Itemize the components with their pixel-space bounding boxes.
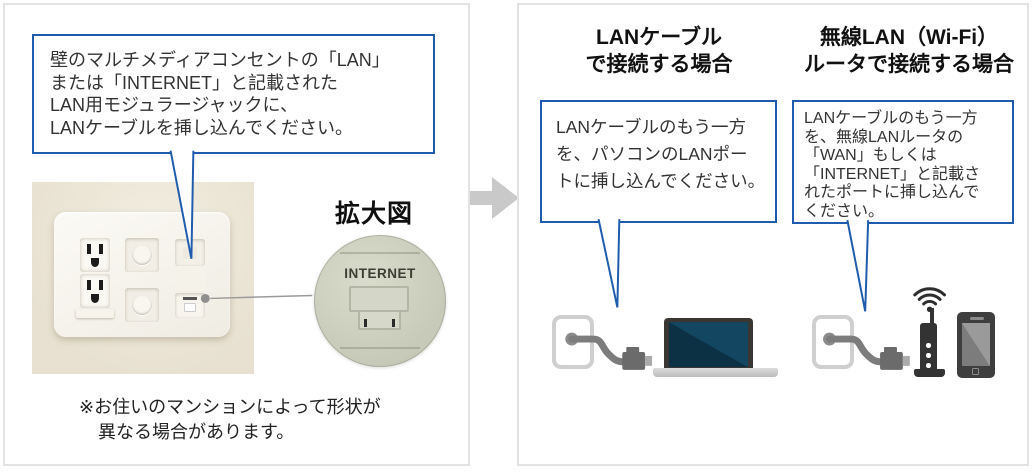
wall-outlet-photo bbox=[32, 182, 254, 374]
outlet-ground bbox=[91, 258, 99, 267]
arrow-right-head bbox=[492, 177, 519, 219]
heading-line: LANケーブル bbox=[596, 26, 722, 49]
jack-contact bbox=[392, 319, 395, 327]
power-outlet-icon bbox=[80, 274, 110, 308]
callout-line: または「INTERNET」と記載された bbox=[50, 72, 338, 93]
router-antenna bbox=[930, 308, 934, 325]
wall-plate-icon bbox=[812, 315, 854, 369]
heading-line: で接続する場合 bbox=[585, 53, 733, 76]
callout-tail bbox=[846, 219, 870, 312]
callout-tail bbox=[597, 218, 621, 308]
outlet-faceplate bbox=[54, 212, 230, 337]
plate-edge-line bbox=[340, 347, 420, 349]
jack-opening bbox=[184, 303, 196, 312]
wifi-router-callout: LANケーブルのもう一方 を、無線LANルータの 「WAN」もしくは 「INTE… bbox=[792, 100, 1014, 224]
modular-jack-tab bbox=[358, 312, 401, 330]
router-led bbox=[926, 343, 931, 348]
lan-connector-tip bbox=[902, 355, 910, 366]
callout-line: LANケーブルのもう一方 bbox=[804, 110, 978, 127]
magnified-view-circle: INTERNET bbox=[314, 235, 446, 367]
lan-cable-callout: LANケーブルのもう一方 を、パソコンのLANポー トに挿し込んでください。 bbox=[540, 100, 777, 223]
note-line: ※お住いのマンションによって形状が bbox=[79, 397, 381, 417]
router-base bbox=[914, 369, 945, 377]
wifi-router-heading: 無線LAN（Wi-Fi） ルータで接続する場合 bbox=[787, 24, 1031, 78]
callout-line: を、無線LANルータの bbox=[804, 128, 964, 146]
outlet-slot bbox=[87, 280, 91, 290]
magnified-view-title: 拡大図 bbox=[335, 200, 414, 228]
phone-screen bbox=[962, 323, 990, 366]
lan-connector-icon bbox=[622, 351, 646, 370]
power-outlet-icon bbox=[80, 238, 110, 272]
connection-options-panel: LANケーブル で接続する場合 無線LAN（Wi-Fi） ルータで接続する場合 … bbox=[517, 3, 1029, 466]
coax-connector bbox=[132, 295, 152, 315]
outlet-slot bbox=[99, 244, 103, 254]
heading-line: ルータで接続する場合 bbox=[804, 53, 1014, 76]
lan-connector-icon bbox=[880, 351, 903, 370]
callout-line: LAN用モジュラージャックに、 bbox=[50, 95, 298, 115]
phone-speaker bbox=[970, 317, 984, 320]
router-led bbox=[926, 353, 931, 358]
jack-opening bbox=[183, 247, 197, 259]
outlet-slot bbox=[87, 244, 91, 254]
laptop-icon bbox=[664, 318, 753, 370]
wall-jack-callout: 壁のマルチメディアコンセントの「LAN」 または「INTERNET」と記載された… bbox=[32, 34, 435, 154]
jack-contact bbox=[364, 319, 367, 327]
lan-connector-tip bbox=[645, 355, 653, 366]
callout-line: LANケーブルを挿し込んでください。 bbox=[50, 117, 354, 138]
wifi-router-icon bbox=[920, 323, 937, 370]
note-line: 異なる場合があります。 bbox=[98, 422, 295, 442]
modular-jack-icon bbox=[349, 286, 409, 312]
plate-edge-line bbox=[340, 252, 420, 254]
callout-line: トに挿し込んでください。 bbox=[556, 171, 766, 191]
arrow-right-icon bbox=[470, 191, 493, 205]
coax-port-icon bbox=[125, 288, 159, 322]
callout-line: LANケーブルのもう一方 bbox=[556, 117, 746, 137]
laptop-screen bbox=[669, 322, 748, 367]
lan-jack-icon bbox=[175, 239, 205, 266]
callout-line: 「INTERNET」と記載さ bbox=[804, 165, 981, 183]
coax-connector bbox=[132, 245, 152, 265]
callout-line: れたポートに挿し込んで bbox=[804, 184, 980, 202]
outlet-bracket bbox=[76, 309, 114, 318]
lan-connector-clip bbox=[884, 347, 897, 354]
coax-port-icon bbox=[125, 238, 159, 272]
heading-line: 無線LAN（Wi-Fi） bbox=[819, 26, 999, 49]
callout-line: 壁のマルチメディアコンセントの「LAN」 bbox=[50, 50, 390, 70]
callout-line: を、パソコンのLANポー bbox=[556, 144, 748, 164]
phone-home-button bbox=[972, 368, 979, 375]
callout-line: ください。 bbox=[804, 202, 885, 220]
lan-cable-heading: LANケーブル で接続する場合 bbox=[559, 24, 759, 78]
wall-outlet-panel: 壁のマルチメディアコンセントの「LAN」 または「INTERNET」と記載された… bbox=[3, 3, 470, 466]
wall-plate-icon bbox=[552, 315, 594, 369]
internet-port-label: INTERNET bbox=[344, 266, 416, 281]
smartphone-icon bbox=[957, 312, 995, 378]
blank-plate bbox=[175, 268, 205, 291]
router-led bbox=[926, 363, 931, 368]
internet-jack-icon bbox=[175, 293, 205, 318]
outlet-slot bbox=[99, 280, 103, 290]
outlet-ground bbox=[91, 294, 99, 303]
lan-connector-clip bbox=[626, 347, 640, 354]
callout-line: 「WAN」もしくは bbox=[804, 147, 937, 165]
jack-label-dash bbox=[183, 297, 197, 300]
disclaimer-note: ※お住いのマンションによって形状が 異なる場合があります。 bbox=[79, 395, 381, 445]
laptop-base bbox=[653, 368, 778, 377]
